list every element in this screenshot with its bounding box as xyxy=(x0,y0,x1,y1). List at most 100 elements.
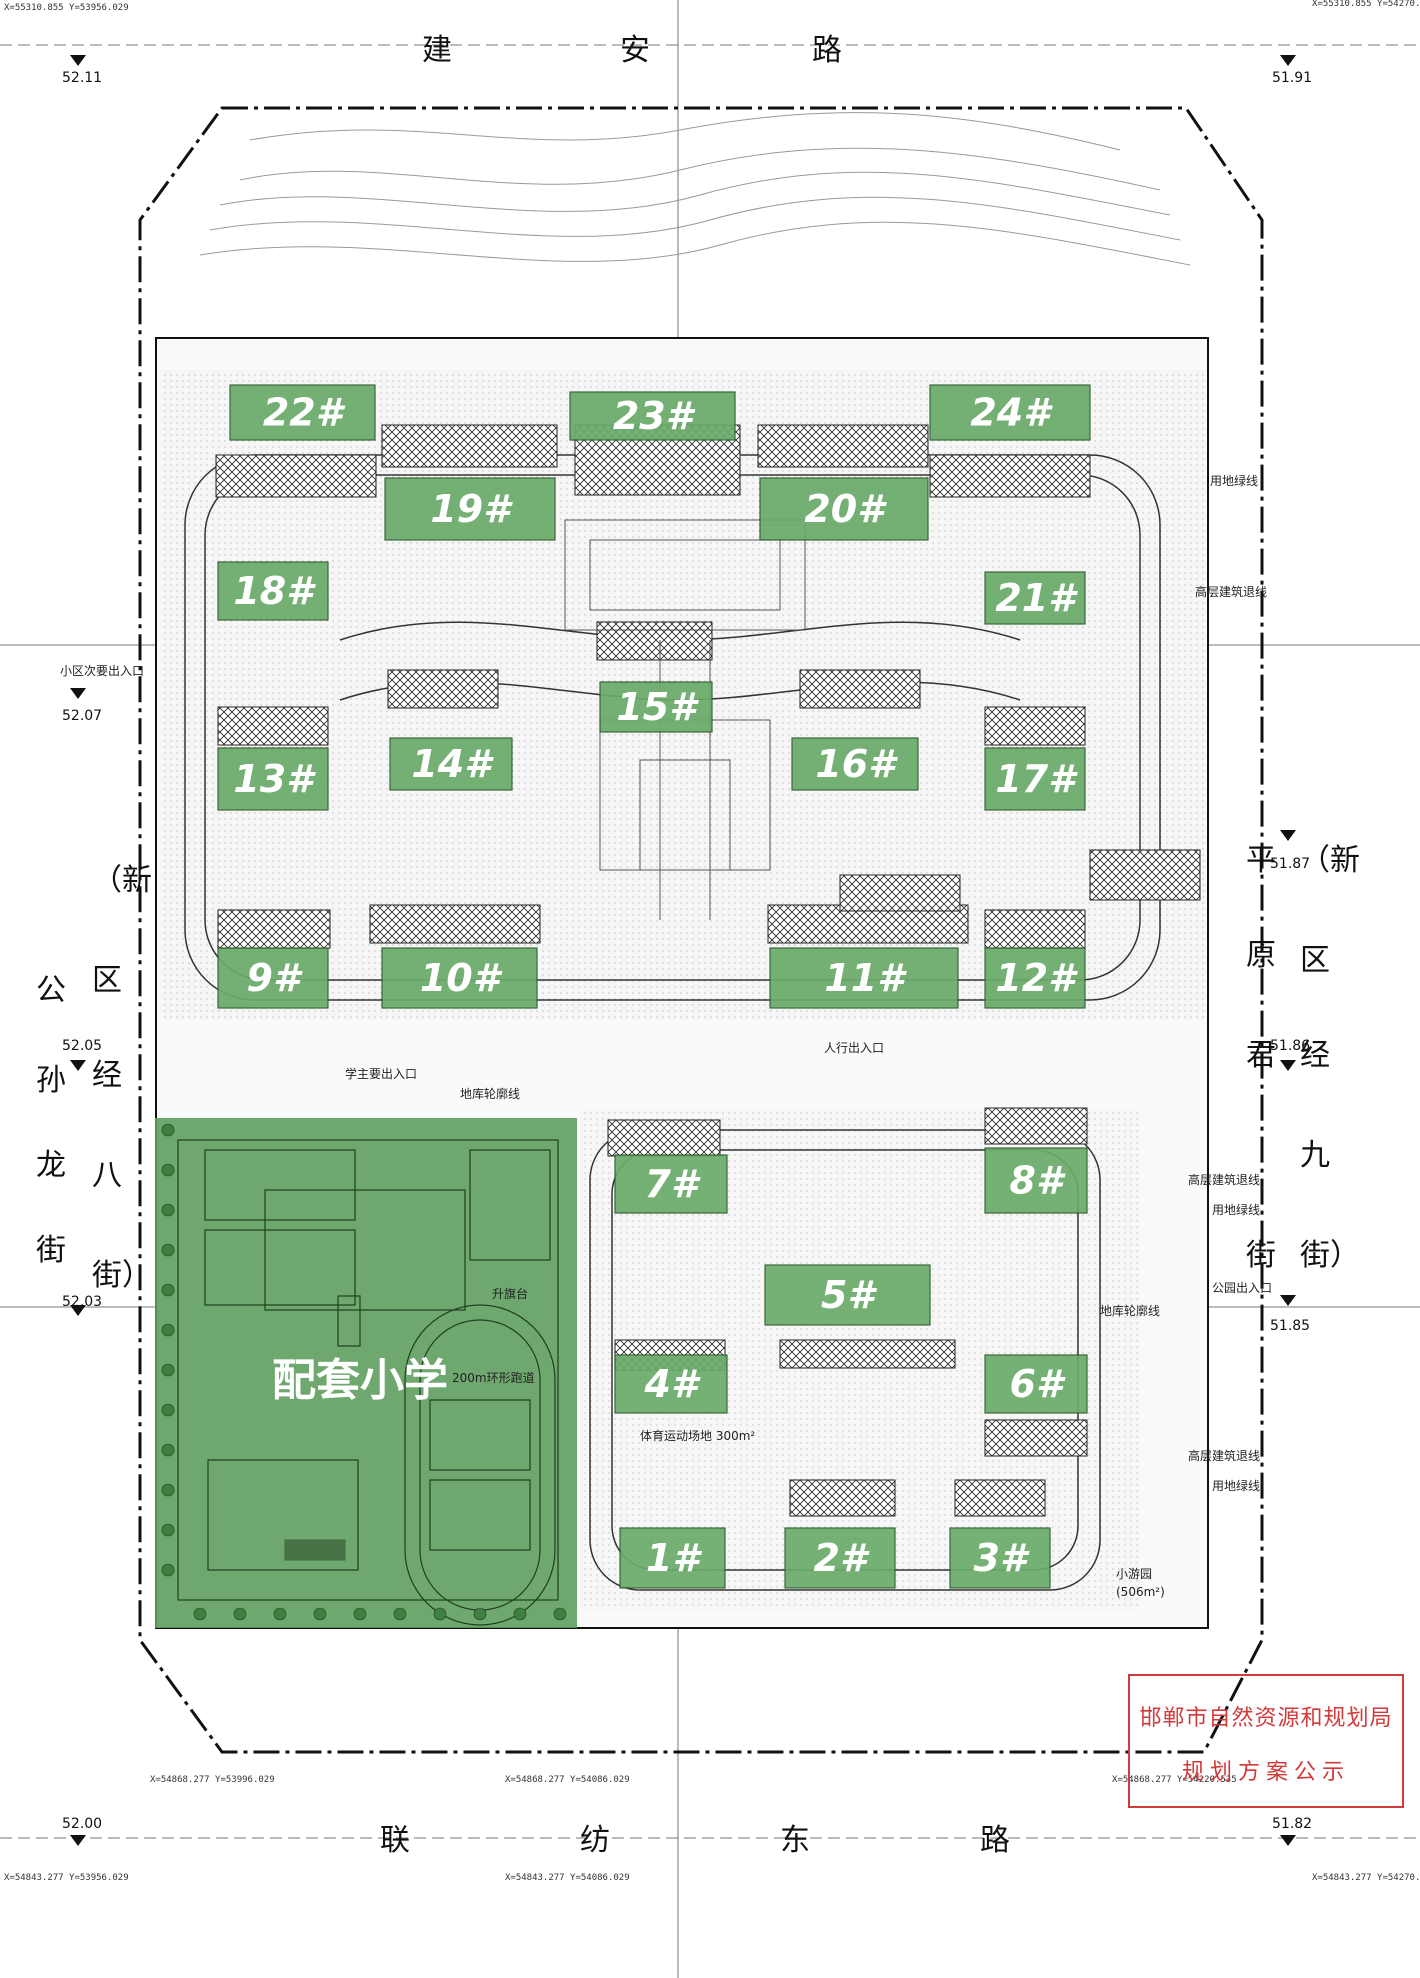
coordinate-label: X=54868.277 Y=53996.029 xyxy=(150,1775,275,1785)
west-road-char: 街） xyxy=(92,1258,152,1293)
building-block xyxy=(614,1154,728,1214)
building-block xyxy=(984,947,1086,1009)
parking-areas xyxy=(215,424,1201,1517)
east-road-char: （新 xyxy=(1300,843,1360,878)
elevation-marker-icon xyxy=(70,1835,86,1846)
stamp-line2: 规划方案公示 xyxy=(1181,1760,1350,1785)
elevation-marker-icon xyxy=(1280,1835,1296,1846)
building-block xyxy=(929,384,1091,441)
elevation-value: 51.82 xyxy=(1272,1816,1312,1832)
building-block xyxy=(619,1527,726,1589)
north-road-name: 建 安 路 xyxy=(422,33,842,68)
elevation-value: 51.87 xyxy=(1270,856,1310,872)
south-road-name: 联 纺 东 路 xyxy=(380,1823,1010,1858)
building-label: 14# xyxy=(411,742,494,786)
green-line-label: 用地绿线 xyxy=(1212,1478,1260,1493)
school-details xyxy=(177,1139,559,1626)
building-label: 5# xyxy=(821,1273,877,1317)
coordinate-labels: X=55310.855 Y=53956.029 X=55310.855 Y=54… xyxy=(4,0,1420,1883)
west-road-char: （新 xyxy=(92,863,152,898)
west-road-char: 孙 xyxy=(36,1063,66,1098)
building-label: 3# xyxy=(974,1536,1030,1580)
garage-outline-label: 地库轮廓线 xyxy=(1100,1303,1160,1318)
east-road-name: （新 区 经 九 街） 平 原 君 街 xyxy=(1246,843,1360,1273)
elevation-value: 52.03 xyxy=(62,1294,102,1310)
building-label: 16# xyxy=(815,742,898,786)
north-road-char: 建 xyxy=(422,33,452,68)
building-label: 10# xyxy=(420,956,503,1000)
building-block xyxy=(759,477,929,541)
west-road-name: （新 区 经 八 街） 公 孙 龙 街 xyxy=(36,863,152,1293)
west-road-char: 区 xyxy=(92,963,122,998)
stamp-line1: 邯郸市自然资源和规划局 xyxy=(1139,1706,1393,1731)
building-label: 20# xyxy=(804,487,887,531)
playground-label: 体育运动场地 300m² xyxy=(640,1428,755,1443)
building-label: 23# xyxy=(613,394,696,438)
runway-label: 200m环形跑道 xyxy=(452,1371,535,1385)
school-parcel xyxy=(155,1118,577,1628)
building-label: 12# xyxy=(995,956,1078,1000)
building-block xyxy=(984,1354,1088,1414)
elevation-marker-icon xyxy=(1280,55,1296,66)
building-label: 8# xyxy=(1010,1159,1066,1203)
south-road-char: 东 xyxy=(780,1823,810,1858)
building-label: 21# xyxy=(995,576,1078,620)
buildings-group: 1#2#3#4#5#6#7#8#9#10#11#12#13#14#15#16#1… xyxy=(217,384,1091,1589)
elevation-value: 51.91 xyxy=(1272,70,1312,86)
south-road-char: 纺 xyxy=(580,1823,610,1858)
building-block xyxy=(784,1527,896,1589)
school-label: 配套小学 xyxy=(272,1355,448,1406)
building-label: 1# xyxy=(646,1536,702,1580)
building-block xyxy=(949,1527,1051,1589)
east-road-char: 街 xyxy=(1246,1238,1276,1273)
annotations: 用地绿线 高层建筑退线 高层建筑退线 用地绿线 高层建筑退线 用地绿线 地库轮廓… xyxy=(60,473,1272,1599)
north-road-char: 路 xyxy=(812,33,842,68)
building-label: 18# xyxy=(233,569,316,613)
flag-label: 升旗台 xyxy=(492,1286,528,1301)
elevation-value: 52.05 xyxy=(62,1038,102,1054)
outer-boundary xyxy=(138,106,1264,1754)
building-block xyxy=(984,747,1086,811)
planning-bureau-stamp: 邯郸市自然资源和规划局 规划方案公示 xyxy=(1128,1674,1404,1808)
east-road-char: 区 xyxy=(1300,943,1330,978)
elevation-marker-icon xyxy=(70,688,86,699)
building-label: 11# xyxy=(824,956,907,1000)
pocket-park-area: (506m²) xyxy=(1116,1585,1165,1599)
coordinate-label: X=54843.277 Y=54270.535 xyxy=(1312,1873,1420,1883)
pedestrian-entrance-label: 人行出入口 xyxy=(824,1041,884,1055)
school-trees xyxy=(161,1123,567,1621)
west-road-char: 经 xyxy=(92,1058,122,1093)
east-road-char: 经 xyxy=(1300,1038,1330,1073)
building-block xyxy=(614,1354,728,1414)
east-road-char: 九 xyxy=(1300,1138,1330,1173)
green-line-label: 用地绿线 xyxy=(1212,1202,1260,1217)
elevation-marker-icon xyxy=(1280,830,1296,841)
garage-outline-label: 地库轮廓线 xyxy=(460,1086,520,1101)
building-label: 17# xyxy=(995,757,1078,801)
public-entrance-label: 公园出入口 xyxy=(1212,1281,1272,1295)
south-road-char: 联 xyxy=(380,1823,410,1858)
elevation-marker-icon xyxy=(1280,1295,1296,1306)
building-block xyxy=(791,737,919,791)
coordinate-label: X=54843.277 Y=54086.029 xyxy=(505,1873,630,1883)
north-road-char: 安 xyxy=(620,33,650,68)
west-road-char: 街 xyxy=(36,1233,66,1268)
west-road-char: 龙 xyxy=(36,1148,66,1183)
east-road-char: 平 xyxy=(1246,843,1276,878)
building-block xyxy=(769,947,959,1009)
building-label: 9# xyxy=(247,956,303,1000)
building-label: 4# xyxy=(644,1362,701,1406)
building-label: 15# xyxy=(616,685,699,729)
building-block xyxy=(384,477,556,541)
elevation-markers: 52.11 51.91 52.07 51.87 52.05 51.86 52.0… xyxy=(62,55,1312,1846)
west-road-char: 八 xyxy=(92,1158,122,1193)
east-road-char: 街） xyxy=(1300,1238,1360,1273)
east-road-char: 原 xyxy=(1246,938,1276,973)
building-block xyxy=(599,681,713,733)
building-label: 7# xyxy=(645,1162,701,1206)
building-block xyxy=(389,737,513,791)
south-road-char: 路 xyxy=(980,1823,1010,1858)
setback-label: 高层建筑退线 xyxy=(1188,1448,1260,1463)
west-road-char: 公 xyxy=(36,973,66,1008)
coordinate-label: X=54868.277 Y=54086.029 xyxy=(505,1775,630,1785)
